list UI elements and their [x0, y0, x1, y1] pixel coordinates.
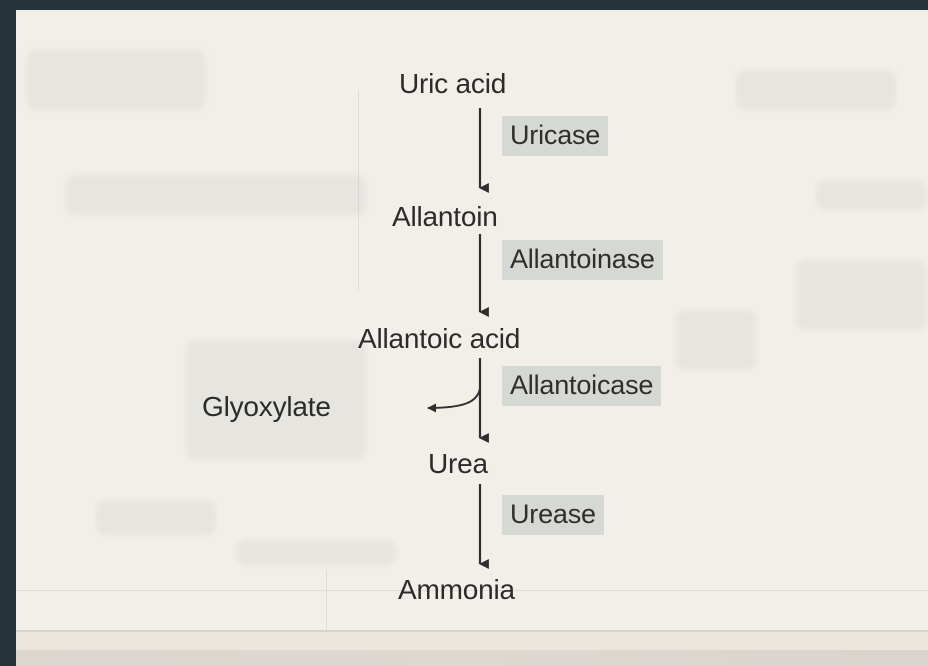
paper-background: Uric acid Allantoin Allantoic acid Urea … [16, 10, 928, 630]
background-ghost-6 [186, 340, 366, 460]
background-ghost-4 [816, 180, 926, 210]
background-line-2 [326, 570, 327, 630]
pathway-arrows [427, 108, 489, 569]
enzyme-allantoinase: Allantoinase [502, 240, 663, 280]
background-ghost-1 [26, 50, 206, 110]
bottom-band [16, 630, 928, 666]
background-line-1 [358, 90, 359, 290]
background-ghost-8 [236, 540, 396, 565]
compound-ammonia: Ammonia [398, 574, 515, 605]
diagram-frame: Uric acid Allantoin Allantoic acid Urea … [16, 10, 928, 666]
compound-allantoin: Allantoin [392, 201, 498, 232]
enzyme-allantoicase: Allantoicase [502, 366, 662, 406]
compound-allantoic-acid: Allantoic acid [358, 323, 521, 354]
compound-uric-acid: Uric acid [399, 68, 507, 99]
compound-urea: Urea [428, 448, 488, 479]
background-ghost-2 [66, 175, 366, 215]
byproduct-glyoxylate: Glyoxylate [202, 391, 331, 422]
enzyme-uricase: Uricase [502, 116, 609, 156]
enzyme-urease: Urease [502, 495, 604, 535]
background-ghost-5 [796, 260, 926, 330]
background-line-3 [16, 590, 928, 591]
background-ghost-3 [736, 70, 896, 110]
arrow-branch-to-glyoxylate [427, 387, 481, 413]
bottom-ghost-text [16, 650, 928, 666]
background-ghost-9 [676, 310, 756, 370]
background-ghost-7 [96, 500, 216, 535]
